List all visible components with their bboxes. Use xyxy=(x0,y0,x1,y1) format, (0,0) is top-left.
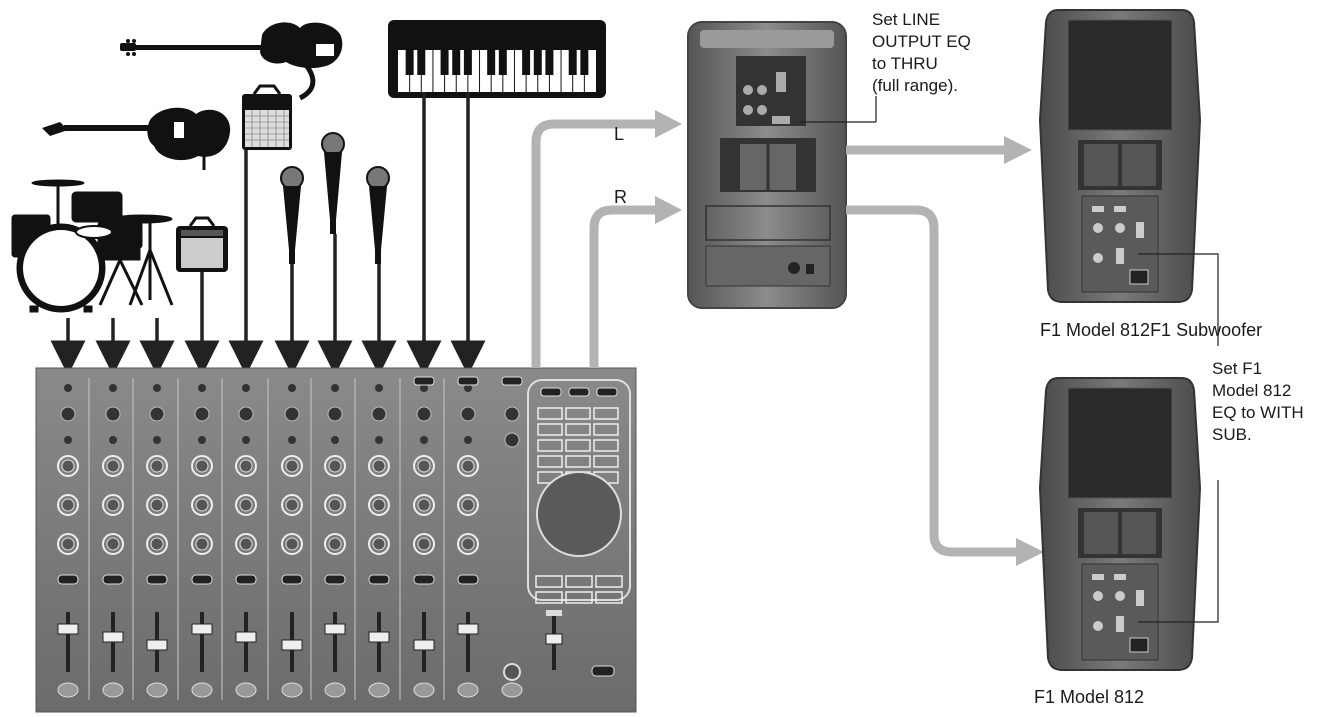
keyboard-icon xyxy=(388,20,606,98)
output-arrowheads xyxy=(655,110,682,224)
main-output-cables xyxy=(531,119,660,368)
sub-note-line1: Set LINE xyxy=(872,10,940,29)
microphone-icon xyxy=(366,166,390,264)
input-cables xyxy=(50,92,486,376)
mixer-icon xyxy=(35,367,637,713)
speaker-note-line3: EQ to WITH xyxy=(1212,403,1304,422)
speaker-callout-line xyxy=(1138,253,1219,623)
sub-note-line4: (full range). xyxy=(872,76,958,95)
right-channel-label: R xyxy=(614,187,627,207)
speaker-note-line2: Model 812 xyxy=(1212,381,1291,400)
guitar-amp-icon xyxy=(242,63,316,150)
microphone-icon xyxy=(280,166,304,264)
loudspeaker-icon xyxy=(1038,377,1202,671)
loudspeaker-icon xyxy=(1038,9,1202,303)
top-speaker-caption: F1 Model 812F1 Subwoofer xyxy=(1040,320,1262,340)
speaker-note-line4: SUB. xyxy=(1212,425,1252,444)
sub-note-line3: to THRU xyxy=(872,54,938,73)
bass-amp-icon xyxy=(176,216,228,272)
speaker-arrowheads xyxy=(1004,136,1044,566)
bass-guitar-icon xyxy=(120,22,343,69)
drum-kit-icon xyxy=(11,179,174,313)
sub-note-line2: OUTPUT EQ xyxy=(872,32,971,51)
speaker-note-line1: Set F1 xyxy=(1212,359,1262,378)
subwoofer-icon xyxy=(687,21,847,309)
speaker-cables xyxy=(846,145,1020,557)
bottom-speaker-caption: F1 Model 812 xyxy=(1034,687,1144,707)
left-channel-label: L xyxy=(614,124,624,144)
microphone-icon xyxy=(321,132,345,234)
electric-guitar-icon xyxy=(42,107,231,170)
